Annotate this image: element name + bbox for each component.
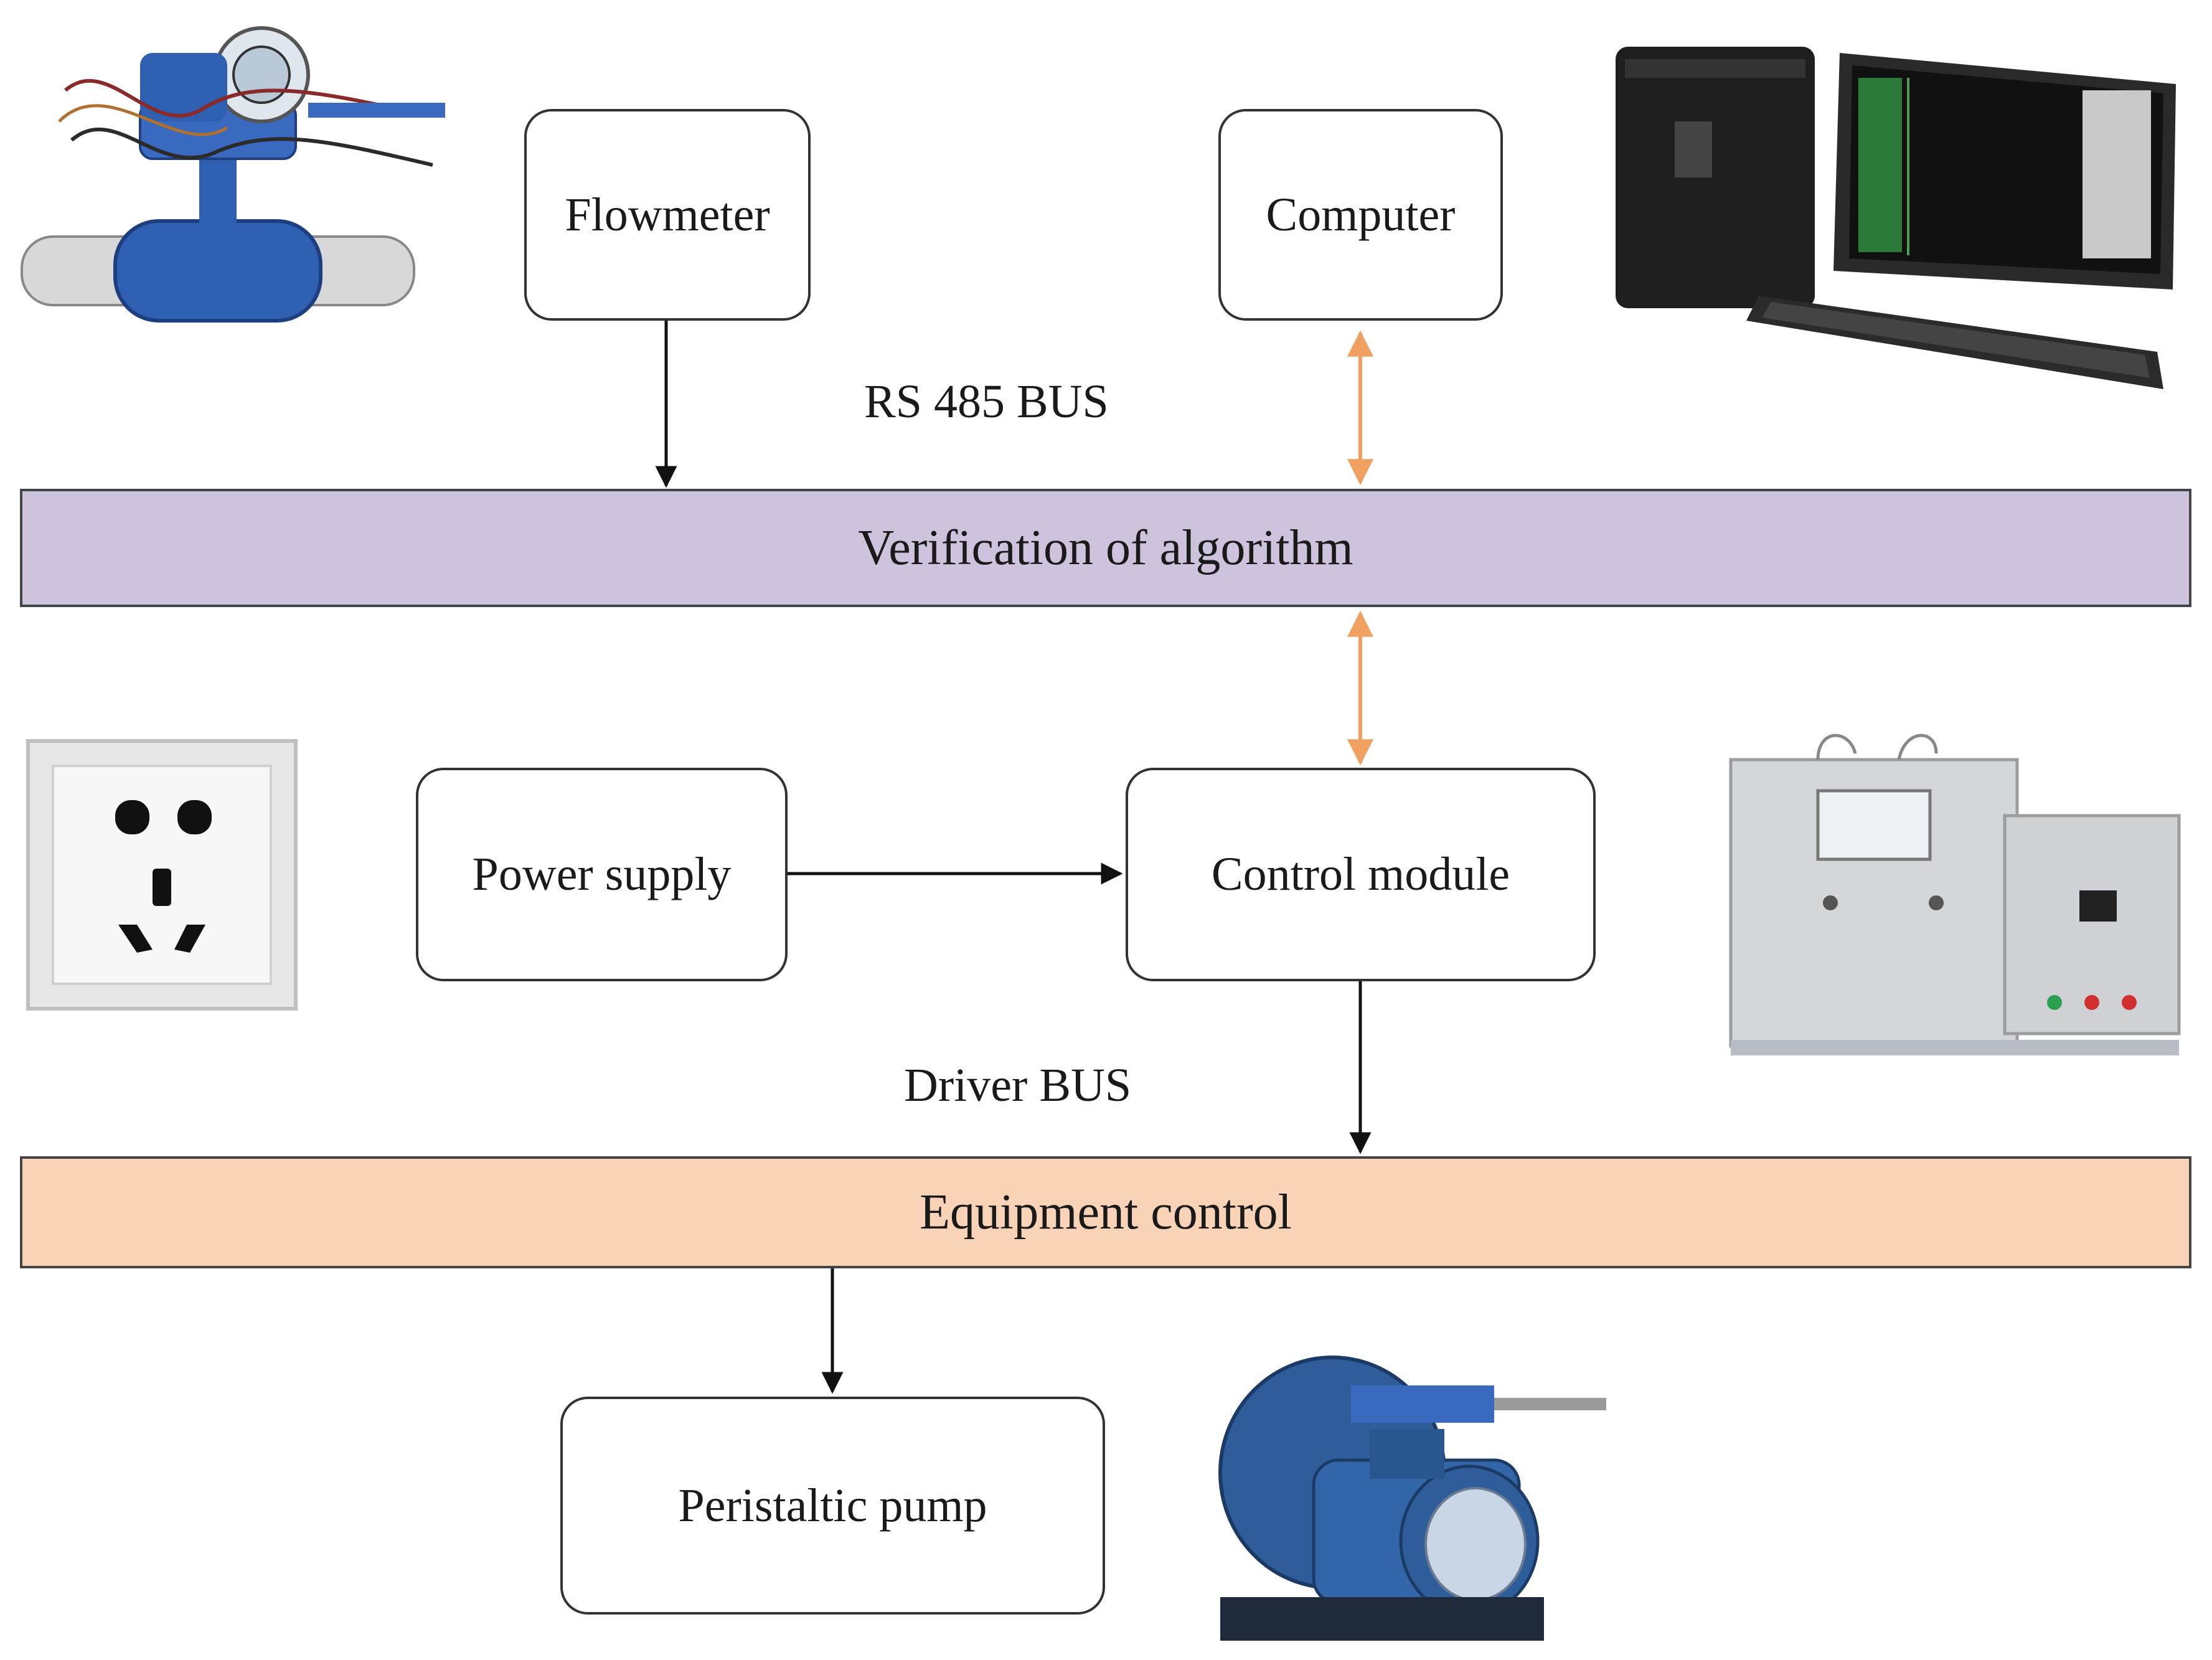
flowmeter-box: Flowmeter bbox=[524, 109, 811, 321]
peristaltic-pump-label: Peristaltic pump bbox=[678, 1479, 987, 1532]
computer-box: Computer bbox=[1218, 109, 1503, 321]
peristaltic-pump-box: Peristaltic pump bbox=[560, 1397, 1105, 1615]
driver-bus-label: Driver BUS bbox=[904, 1059, 1132, 1111]
verification-band: Verification of algorithm bbox=[20, 489, 2191, 607]
power-supply-label: Power supply bbox=[472, 848, 732, 900]
verification-label: Verification of algorithm bbox=[858, 520, 1353, 575]
control-module-box: Control module bbox=[1126, 768, 1596, 981]
computer-label: Computer bbox=[1266, 188, 1456, 241]
equipment-band: Equipment control bbox=[20, 1156, 2191, 1268]
equipment-label: Equipment control bbox=[920, 1184, 1292, 1240]
flowmeter-photo-icon bbox=[21, 26, 445, 323]
power-outlet-icon bbox=[26, 739, 298, 1011]
control-module-label: Control module bbox=[1211, 848, 1510, 900]
pump-photo-icon bbox=[1218, 1356, 1606, 1641]
control-cabinet-icon bbox=[1729, 733, 2181, 1055]
rs485-bus-label: RS 485 BUS bbox=[864, 375, 1109, 428]
power-supply-box: Power supply bbox=[416, 768, 788, 981]
flowmeter-label: Flowmeter bbox=[565, 188, 770, 241]
computer-photo-icon bbox=[1616, 47, 2176, 389]
